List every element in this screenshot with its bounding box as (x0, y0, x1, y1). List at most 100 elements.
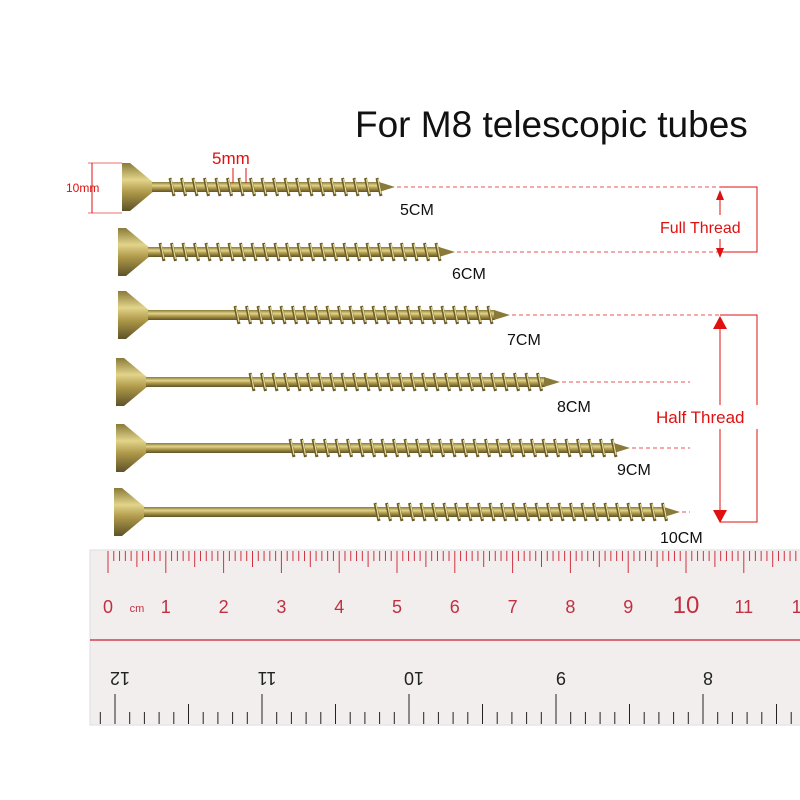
screw: 5CM (122, 163, 755, 219)
thread-highlight (313, 439, 318, 456)
thread-highlight (263, 243, 269, 260)
thread-highlight (462, 439, 468, 456)
screw-tip (379, 182, 395, 192)
thread-highlight (419, 306, 424, 323)
thread-highlight (298, 243, 303, 260)
thread-highlight (307, 373, 313, 390)
thread-highlight (239, 178, 244, 195)
thread-highlight (570, 503, 576, 520)
ruler-number: 10 (673, 592, 700, 619)
screw-head (122, 163, 154, 211)
thread-highlight (269, 306, 275, 323)
thread-highlight (359, 439, 364, 456)
thread-highlight (319, 178, 325, 195)
label-bg (652, 405, 758, 429)
screw: 10CM (114, 488, 703, 547)
thread-highlight (413, 243, 418, 260)
thread-highlight (227, 178, 233, 195)
screw-shank (146, 443, 615, 453)
screw: 7CM (118, 291, 755, 349)
thread-highlight (258, 306, 263, 323)
half-thread-label: Half Thread (656, 408, 745, 427)
thread-highlight (194, 243, 200, 260)
screw: 8CM (116, 358, 690, 416)
thread-highlight (398, 503, 403, 520)
thread-highlight (373, 306, 378, 323)
thread-highlight (616, 503, 622, 520)
thread-highlight (285, 178, 290, 195)
ruler-number: 4 (334, 597, 344, 617)
thread-highlight (330, 373, 336, 390)
thread-highlight (261, 373, 267, 390)
full-thread-label: Full Thread (660, 220, 741, 237)
ruler-number: 3 (276, 597, 286, 617)
thread-highlight (290, 439, 295, 456)
thread-highlight (421, 503, 426, 520)
thread-highlight (342, 178, 348, 195)
label-bg (655, 215, 755, 239)
thread-highlight (513, 503, 518, 520)
thread-highlight (301, 439, 307, 456)
thread-highlight (468, 373, 474, 390)
thread-highlight (662, 503, 668, 520)
thread-highlight (361, 306, 367, 323)
thread-highlight (589, 439, 594, 456)
thread-highlight (478, 503, 484, 520)
thread-highlight (465, 306, 470, 323)
ruler-number-inverted: 9 (556, 668, 566, 688)
thread-highlight (628, 503, 633, 520)
screw-length-label: 10CM (660, 530, 703, 547)
thread-highlight (490, 503, 495, 520)
thread-highlight (350, 306, 355, 323)
thread-highlight (386, 503, 392, 520)
thread-highlight (508, 439, 514, 456)
thread-highlight (324, 439, 330, 456)
thread-highlight (365, 178, 371, 195)
thread-highlight (416, 439, 422, 456)
screw-tip (494, 310, 510, 320)
thread-highlight (296, 178, 302, 195)
thread-highlight (216, 178, 221, 195)
screw-head (116, 424, 148, 472)
thread-highlight (344, 243, 349, 260)
thread-highlight (181, 178, 187, 195)
ruler-number-inverted: 11 (258, 668, 277, 688)
thread-highlight (365, 373, 370, 390)
thread-highlight (206, 243, 211, 260)
thread-highlight (370, 439, 376, 456)
thread-highlight (250, 178, 256, 195)
thread-highlight (384, 306, 390, 323)
ruler-number-inverted: 8 (703, 668, 713, 688)
thread-highlight (428, 439, 433, 456)
thread-highlight (388, 373, 393, 390)
thread-highlight (503, 373, 508, 390)
thread-highlight (442, 306, 447, 323)
thread-highlight (497, 439, 502, 456)
thread-highlight (424, 243, 430, 260)
thread-highlight (593, 503, 599, 520)
ruler: 0123456789101112cm12111098 (89, 549, 800, 726)
screw-length-label: 6CM (452, 266, 486, 283)
thread-highlight (491, 373, 497, 390)
thread-highlight (524, 503, 530, 520)
thread-highlight (436, 243, 441, 260)
thread-highlight (281, 306, 286, 323)
thread-highlight (439, 439, 445, 456)
thread-highlight (411, 373, 416, 390)
thread-highlight (455, 503, 461, 520)
thread-highlight (378, 243, 384, 260)
screw-length-label: 8CM (557, 399, 591, 416)
thread-highlight (488, 306, 493, 323)
screw-tip (614, 443, 630, 453)
thread-highlight (319, 373, 324, 390)
screw: 9CM (116, 424, 690, 479)
screw: 6CM (118, 228, 755, 283)
screw-shank (148, 310, 495, 320)
thread-highlight (193, 178, 198, 195)
thread-highlight (543, 439, 548, 456)
thread-highlight (246, 306, 252, 323)
thread-highlight (377, 178, 382, 195)
thread-highlight (315, 306, 321, 323)
